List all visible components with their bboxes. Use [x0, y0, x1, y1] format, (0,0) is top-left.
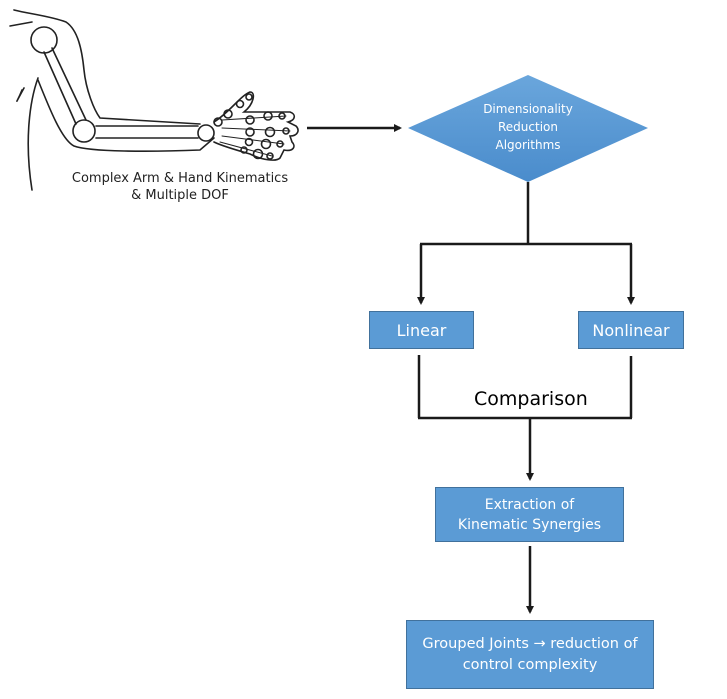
wrist-joint — [197, 124, 215, 142]
nonlinear-label: Nonlinear — [592, 320, 670, 340]
nonlinear-box[interactable]: Nonlinear — [578, 311, 684, 349]
linear-box[interactable]: Linear — [369, 311, 474, 349]
finger-bones — [219, 115, 291, 157]
upper-arm-bone-2 — [51, 47, 87, 121]
linear-label: Linear — [396, 320, 447, 340]
shoulder-joint — [30, 26, 58, 54]
comparison-label: Comparison — [474, 388, 588, 410]
dimensionality-reduction-diamond[interactable] — [408, 75, 648, 182]
arm-hand-illustration — [9, 9, 299, 191]
diamond-label: Dimensionality Reduction Algorithms — [483, 102, 573, 152]
finger-joints — [213, 93, 290, 160]
grouped-joints-box[interactable]: Grouped Joints → reduction of control co… — [406, 620, 654, 689]
upper-arm-bone-1 — [43, 51, 77, 125]
elbow-joint — [72, 119, 96, 143]
extraction-label: Extraction of Kinematic Synergies — [457, 496, 602, 533]
split-connector — [417, 182, 635, 305]
shoulder-line — [9, 21, 33, 27]
comparison-connector — [417, 355, 633, 481]
extraction-box[interactable]: Extraction of Kinematic Synergies — [435, 487, 624, 542]
shoulder-outline — [13, 9, 201, 125]
arm-underside — [37, 79, 215, 152]
hand-outline — [213, 91, 299, 161]
grouped-joints-label: Grouped Joints → reduction of control co… — [422, 635, 638, 673]
torso-outline — [16, 77, 39, 191]
arm-kinematics-caption: Complex Arm & Hand Kinematics & Multiple… — [71, 171, 289, 203]
